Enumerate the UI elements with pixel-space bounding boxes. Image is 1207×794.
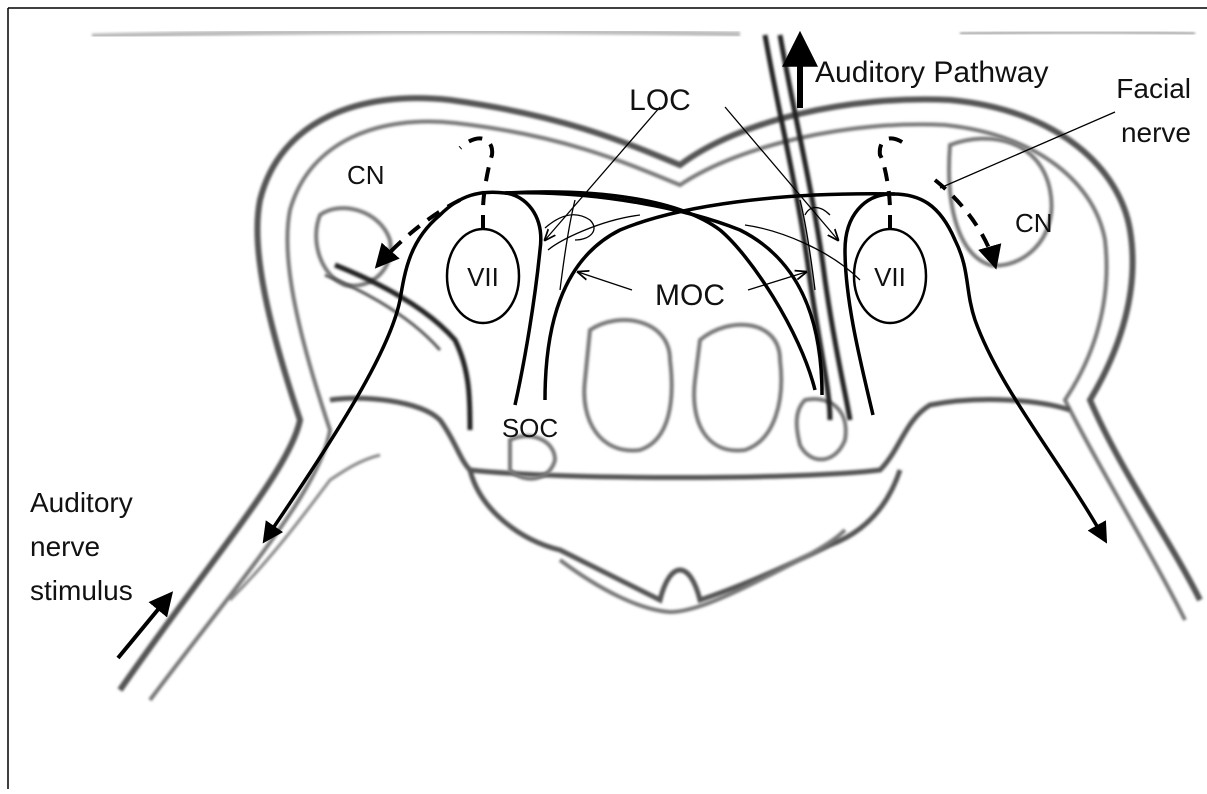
cn-right-structure bbox=[949, 139, 1052, 266]
auditory-nerve-label-line3: stimulus bbox=[30, 575, 133, 606]
auditory-nerve-label-line1: Auditory bbox=[30, 487, 133, 518]
moc-label: MOC bbox=[655, 279, 725, 312]
facial-nerve-loop-left bbox=[460, 138, 492, 229]
loc-label: LOC bbox=[629, 84, 691, 117]
top-band-right bbox=[960, 32, 1195, 34]
soc-label: SOC bbox=[502, 413, 558, 443]
facial-nerve-loop-right bbox=[880, 138, 910, 229]
top-band-left bbox=[92, 31, 740, 36]
auditory-nerve-label-line2: nerve bbox=[30, 531, 100, 562]
cn-left-label: CN bbox=[347, 160, 385, 190]
nucleus-right bbox=[694, 325, 781, 451]
facial-nerve-label-line2: nerve bbox=[1121, 117, 1191, 148]
nucleus-left bbox=[584, 320, 671, 450]
facial-nerve-label-line1: Facial bbox=[1116, 73, 1191, 104]
vii-left-label: VII bbox=[467, 262, 499, 292]
cn-right-label: CN bbox=[1015, 208, 1053, 238]
soc-right-nucleus bbox=[797, 399, 846, 459]
brainstem-outline bbox=[120, 98, 1200, 700]
vii-right-label: VII bbox=[874, 262, 906, 292]
auditory-pathway-label: Auditory Pathway bbox=[815, 56, 1048, 89]
